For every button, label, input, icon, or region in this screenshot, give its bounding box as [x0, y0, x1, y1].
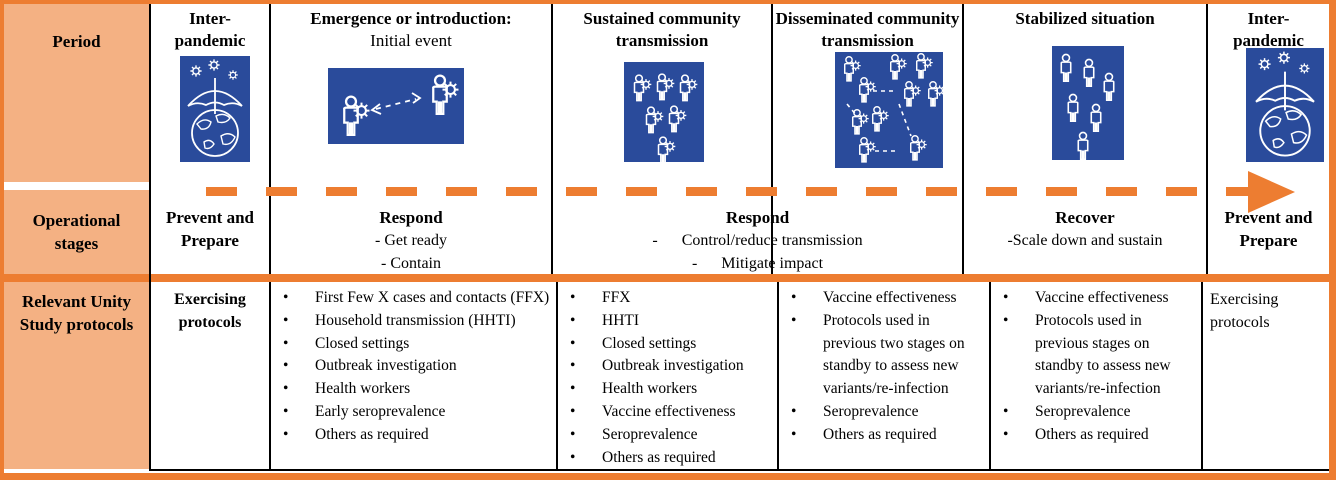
stage-respond-main: Respond - Control/reduce transmission - … [553, 206, 962, 275]
grid-line [989, 282, 991, 469]
protocol-item: Others as required [271, 424, 556, 447]
protocol-item: Closed settings [558, 333, 777, 356]
row-header-stages-label: Operational stages [32, 211, 121, 253]
protocol-item: Others as required [991, 424, 1201, 447]
stage-line: Respond [725, 208, 790, 227]
frame-bottom [0, 473, 1336, 480]
protocols-exercising-right: Exercising protocols [1210, 291, 1279, 331]
stage-line: - Contain [381, 255, 441, 272]
period-title-sustained: Sustained community transmission [553, 8, 771, 52]
period-title-stabilized: Stabilized situation [964, 8, 1206, 30]
grid-line [1201, 282, 1203, 469]
row-separator [4, 274, 1329, 282]
stage-line: Prepare [1239, 231, 1298, 250]
stage-recover: Recover -Scale down and sustain [964, 206, 1206, 252]
frame-left [0, 0, 4, 480]
grid-line [556, 282, 558, 469]
stage-line: - Control/reduce transmission [652, 232, 863, 249]
row-header-stages: Operational stages [4, 190, 149, 274]
protocol-item: Closed settings [271, 333, 556, 356]
row-header-protocols: Relevant Unity Study protocols [4, 282, 149, 469]
grid-line [149, 469, 1329, 471]
protocols-list-emergence: First Few X cases and contacts (FFX) Hou… [271, 287, 556, 447]
grid-line [269, 4, 271, 274]
grid-line [149, 4, 151, 469]
population-icon [1052, 46, 1124, 160]
dispersed-clusters-virus-icon [835, 52, 943, 168]
timeline-dashed-arrow [206, 187, 1248, 196]
grid-line [962, 4, 964, 274]
grid-line [269, 282, 271, 469]
protocol-item: Outbreak investigation [271, 355, 556, 378]
protocol-item: Seroprevalence [779, 401, 989, 424]
stage-line: -Scale down and sustain [1007, 232, 1163, 249]
stage-respond-early: Respond - Get ready - Contain [271, 206, 551, 275]
stage-line: Recover [1055, 208, 1115, 227]
protocol-item: Protocols used in previous stages on sta… [991, 310, 1201, 401]
stage-line: - Mitigate impact [691, 255, 824, 272]
period-title-interpandemic-left: Inter- pandemic [151, 8, 269, 52]
protocol-item: FFX [558, 287, 777, 310]
period-title-emergence: Emergence or introduction: Initial event [271, 8, 551, 52]
protocols-list-sustained: FFX HHTI Closed settings Outbreak invest… [558, 287, 777, 469]
grid-line [551, 4, 553, 274]
stage-line: Respond [379, 208, 443, 227]
protocols-list-stabilized: Vaccine effectiveness Protocols used in … [991, 287, 1201, 447]
protocol-item: Vaccine effectiveness [991, 287, 1201, 310]
period-subtitle-line: Initial event [370, 31, 452, 50]
period-title-line: pandemic [1233, 31, 1304, 50]
frame-right [1329, 0, 1336, 480]
frame-top [0, 0, 1336, 4]
protocol-item: Protocols used in previous two stages on… [779, 310, 989, 401]
protocol-item: Health workers [558, 378, 777, 401]
stage-prevent-prepare-right: Prevent and Prepare [1208, 206, 1329, 252]
umbrella-globe-virus-icon [1246, 48, 1324, 162]
row-header-period: Period [4, 4, 149, 182]
timeline-arrowhead-icon [1248, 171, 1295, 213]
grid-line [771, 4, 773, 274]
protocol-item: HHTI [558, 310, 777, 333]
period-title-line: transmission [821, 31, 914, 50]
row-header-period-label: Period [52, 32, 101, 51]
period-title-line: pandemic [174, 31, 246, 50]
stage-line: - Get ready [375, 232, 447, 249]
period-title-line: Inter- [189, 9, 231, 28]
period-title-line: Sustained community [583, 9, 741, 28]
period-title-line: Stabilized situation [1015, 9, 1155, 28]
umbrella-globe-virus-icon [180, 56, 250, 162]
person-to-person-transmission-icon [328, 68, 464, 144]
stage-prevent-prepare-left: Prevent and Prepare [151, 206, 269, 252]
period-title-line: Disseminated community [775, 9, 960, 28]
community-cluster-virus-icon [624, 62, 704, 162]
protocol-item: Others as required [558, 447, 777, 470]
protocols-exercising-left: Exercising protocols [174, 291, 246, 331]
stage-line: Prevent and [166, 208, 254, 227]
protocol-item: Vaccine effectiveness [558, 401, 777, 424]
protocol-item: Seroprevalence [558, 424, 777, 447]
period-title-line: transmission [615, 31, 709, 50]
stage-line: Prepare [181, 231, 239, 250]
protocol-item: Household transmission (HHTI) [271, 310, 556, 333]
protocol-item: Outbreak investigation [558, 355, 777, 378]
protocol-item: Vaccine effectiveness [779, 287, 989, 310]
period-title-disseminated: Disseminated community transmission [773, 8, 962, 52]
protocol-item: First Few X cases and contacts (FFX) [271, 287, 556, 310]
period-title-line: Inter- [1247, 9, 1290, 28]
period-title-interpandemic-right: Inter- pandemic [1208, 8, 1329, 52]
period-title-line: Emergence or introduction: [310, 9, 512, 28]
row-header-protocols-label: Relevant Unity Study protocols [19, 292, 134, 334]
grid-line [777, 282, 779, 469]
protocol-item: Seroprevalence [991, 401, 1201, 424]
stage-line: Prevent and [1224, 208, 1313, 227]
protocol-item: Early seroprevalence [271, 401, 556, 424]
protocol-item: Health workers [271, 378, 556, 401]
protocol-item: Others as required [779, 424, 989, 447]
grid-line [1206, 4, 1208, 274]
protocols-list-disseminated: Vaccine effectiveness Protocols used in … [779, 287, 989, 447]
